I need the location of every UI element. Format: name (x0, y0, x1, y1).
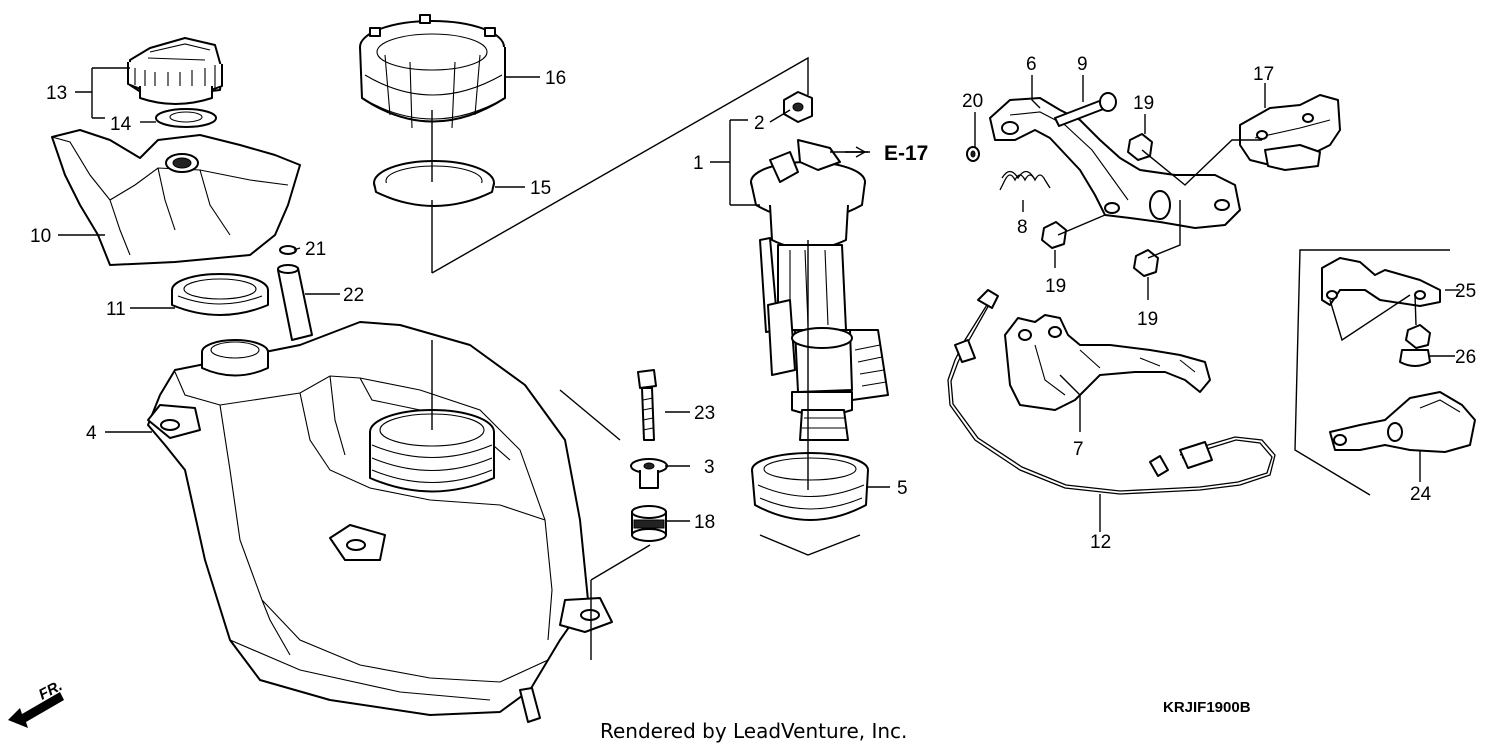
callout-11[interactable]: 11 (106, 299, 126, 320)
fuel-tank[interactable] (147, 321, 613, 723)
lock-washer[interactable] (966, 146, 980, 162)
fuel-filler-cap[interactable] (127, 37, 223, 105)
callout-21[interactable]: 21 (305, 239, 326, 260)
callout-14[interactable]: 14 (110, 114, 132, 135)
diagram-code: KRJIF1900B (1163, 699, 1251, 716)
callout-20[interactable]: 20 (962, 91, 983, 112)
cable-guide-bracket[interactable] (1004, 314, 1211, 411)
callout-12[interactable]: 12 (1090, 532, 1111, 553)
callout-24[interactable]: 24 (1410, 484, 1432, 505)
fuel-pump-assembly[interactable] (750, 139, 889, 441)
flange-bolt-small[interactable] (1399, 324, 1431, 367)
pivot-bolt[interactable] (1054, 92, 1117, 127)
grouping-lines (431, 56, 1450, 660)
reference-e17[interactable]: E-17 (884, 142, 928, 165)
callout-9[interactable]: 9 (1077, 54, 1088, 75)
throttle-bracket[interactable] (989, 97, 1241, 229)
credit-line: Rendered by LeadVenture, Inc. (600, 719, 907, 743)
callout-15[interactable]: 15 (530, 178, 551, 199)
grommet[interactable] (631, 505, 667, 542)
breather-tube[interactable] (277, 264, 313, 341)
callout-13[interactable]: 13 (46, 83, 67, 104)
tank-cover[interactable] (51, 129, 301, 266)
callout-19-left[interactable]: 19 (1045, 276, 1066, 297)
side-bracket[interactable] (1321, 257, 1441, 307)
flange-bolt-lower[interactable] (1133, 249, 1159, 277)
callout-18[interactable]: 18 (694, 512, 715, 533)
pump-nut[interactable] (783, 91, 813, 123)
callout-23[interactable]: 23 (694, 403, 715, 424)
filler-neck-seal[interactable] (171, 273, 269, 316)
callout-3[interactable]: 3 (704, 457, 715, 478)
pump-gasket[interactable] (373, 160, 495, 207)
callout-4[interactable]: 4 (86, 423, 97, 444)
callout-22[interactable]: 22 (343, 285, 364, 306)
flange-bolt-left[interactable] (1041, 221, 1067, 249)
callout-16[interactable]: 16 (545, 68, 566, 89)
callout-26[interactable]: 26 (1455, 347, 1476, 368)
callout-19-upper[interactable]: 19 (1133, 93, 1154, 114)
callout-17[interactable]: 17 (1253, 64, 1274, 85)
callout-10[interactable]: 10 (30, 226, 51, 247)
control-cable[interactable] (275, 0, 1276, 495)
callout-2[interactable]: 2 (754, 113, 765, 134)
hose-clip[interactable] (279, 245, 297, 255)
cable-stay[interactable] (1329, 391, 1476, 453)
pump-lock-ring[interactable] (359, 14, 506, 129)
callout-7[interactable]: 7 (1073, 439, 1084, 460)
callout-5[interactable]: 5 (897, 478, 908, 499)
mounting-bolt[interactable] (637, 369, 657, 441)
return-spring[interactable] (999, 170, 1051, 191)
collar[interactable] (630, 458, 668, 489)
cable-holder-bracket[interactable] (1239, 94, 1341, 171)
callout-19-lower[interactable]: 19 (1137, 309, 1158, 330)
cap-seal[interactable] (155, 108, 217, 128)
callout-25[interactable]: 25 (1455, 281, 1476, 302)
front-arrow-icon (8, 692, 64, 728)
callout-6[interactable]: 6 (1026, 54, 1037, 75)
callout-leaders (58, 67, 1460, 532)
callout-1[interactable]: 1 (693, 153, 704, 174)
pump-strainer-seal[interactable] (751, 452, 869, 521)
callout-8[interactable]: 8 (1017, 217, 1028, 238)
